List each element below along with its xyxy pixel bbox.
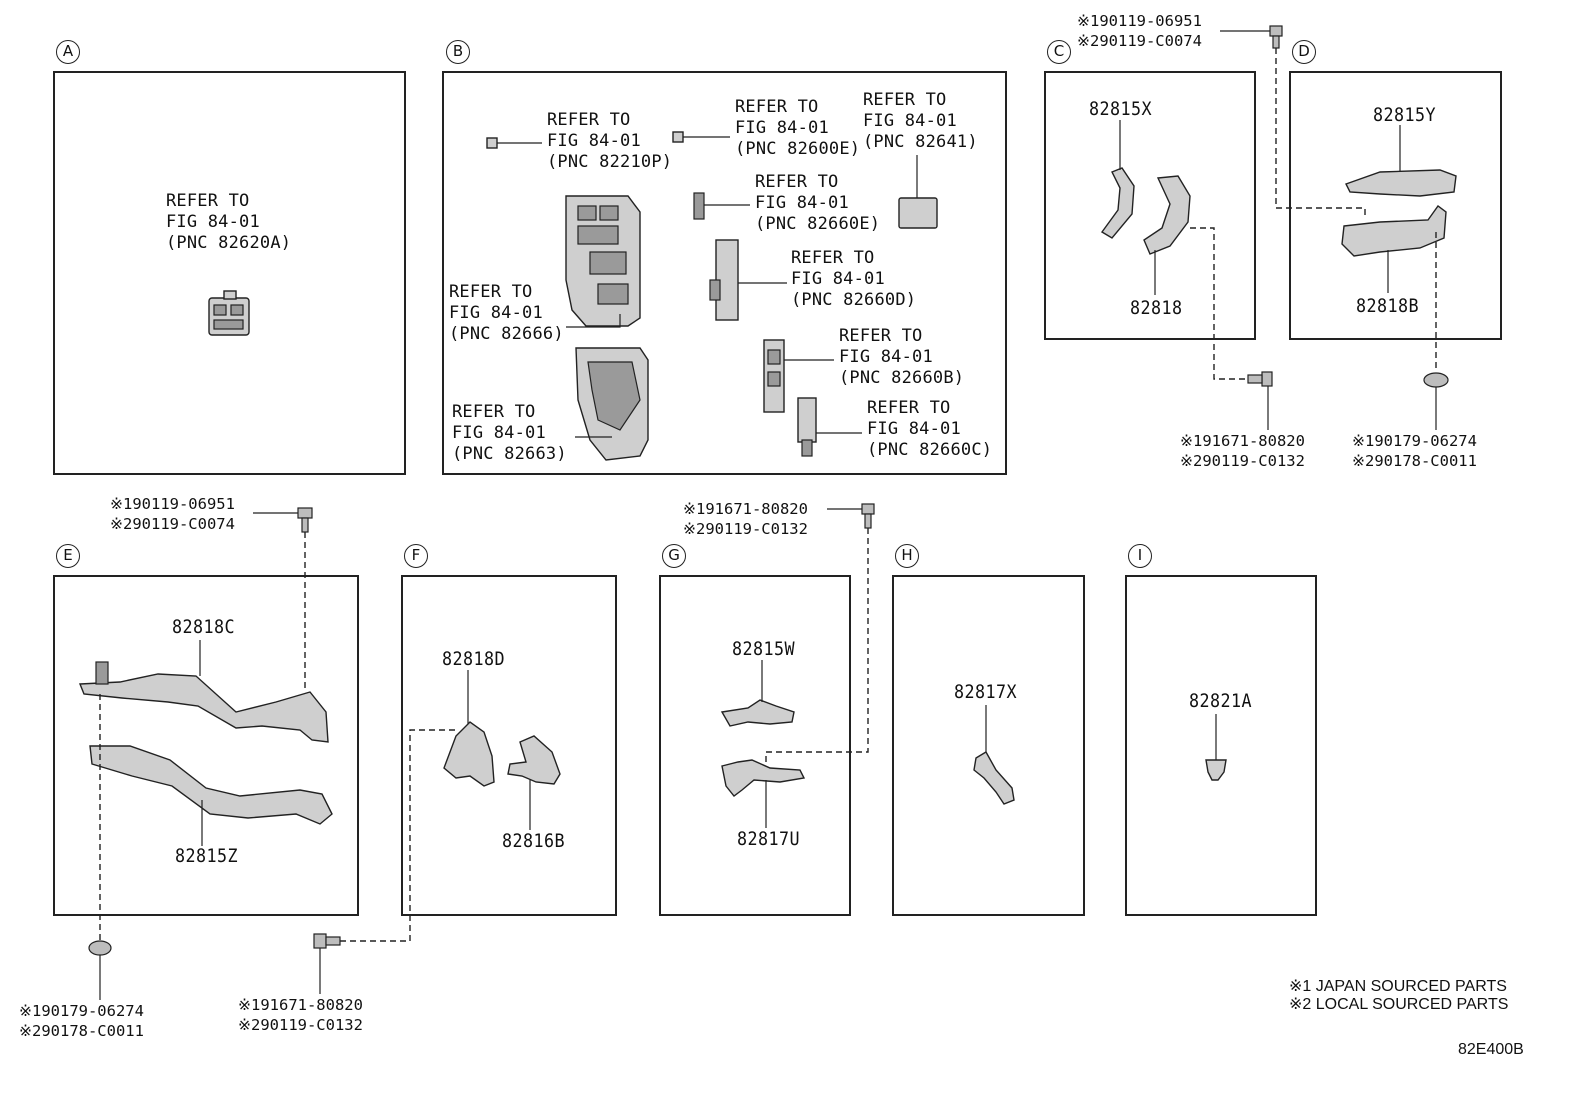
part-82818: 82818 [1130,297,1183,319]
panel-c [1044,71,1256,340]
panel-d [1289,71,1502,340]
refer-82641-label: REFER TO FIG 84-01 (PNC 82641) [863,90,978,152]
panel-a [53,71,406,475]
clip-d-bottom-drawing [1423,232,1449,430]
bracket-82817x-drawing [973,705,1015,805]
fastener-e-bottom-label: ※190179-06274 ※290178-C0011 [19,1002,144,1040]
fuse-82210p-drawing [486,137,542,149]
panel-h [892,575,1085,916]
bracket-82815z-drawing [89,745,333,846]
refer-82660d-label: REFER TO FIG 84-01 (PNC 82660D) [791,248,917,310]
refer-82620a-label: REFER TO FIG 84-01 (PNC 82620A) [166,191,292,253]
bracket-82815y-drawing [1345,125,1457,197]
panel-g [659,575,851,916]
bracket-82818d-drawing [443,670,495,787]
clip-82821a-drawing [1205,714,1227,781]
part-82817x: 82817X [954,681,1018,703]
fastener-e-top-label: ※190119-06951 ※290119-C0074 [110,495,235,533]
part-82818d: 82818D [442,648,506,670]
panel-letter-e: E [56,544,80,568]
refer-82660b-label: REFER TO FIG 84-01 (PNC 82660B) [839,326,965,388]
fuse-82600e-drawing [672,131,730,143]
bracket-82817u-drawing [721,759,806,828]
bracket-82815x-drawing [1100,120,1135,239]
refer-82663-label: REFER TO FIG 84-01 (PNC 82663) [452,402,567,464]
panel-letter-g: G [662,544,686,568]
relay-82620a-drawing [208,290,250,336]
fastener-g-top-label: ※191671-80820 ※290119-C0132 [683,500,808,538]
bolt-f-bottom-drawing [313,729,458,994]
refer-82210p-label: REFER TO FIG 84-01 (PNC 82210P) [547,110,673,172]
diagram-code: 82E400B [1458,1041,1524,1058]
bolt-g-top-drawing [765,503,875,764]
junction-block-82666-drawing [565,195,641,328]
panel-letter-f: F [404,544,428,568]
bracket-82815w-drawing [720,660,795,727]
fastener-d-bottom-label: ※190179-06274 ※290178-C0011 [1352,432,1477,470]
panel-letter-c: C [1047,40,1071,64]
bracket-82818c-drawing [78,640,329,743]
panel-f [401,575,617,916]
fastener-cd-top-label: ※190119-06951 ※290119-C0074 [1077,12,1202,50]
clip-e-bottom-drawing [88,694,112,1000]
fuse-82660e-drawing [693,192,750,220]
part-82815w: 82815W [732,638,796,660]
part-82818b: 82818B [1356,295,1420,317]
panel-letter-i: I [1128,544,1152,568]
part-82818c: 82818C [172,616,236,638]
part-82815y: 82815Y [1373,104,1437,126]
fastener-c-bottom-label: ※191671-80820 ※290119-C0132 [1180,432,1305,470]
bolt-c-bottom-drawing [1190,227,1273,430]
bracket-82818b-drawing [1341,205,1447,293]
part-82816b: 82816B [502,830,566,852]
panel-letter-d: D [1292,40,1316,64]
panel-letter-h: H [895,544,919,568]
part-82815x: 82815X [1089,98,1153,120]
bolt-cd-top-drawing [1220,25,1366,215]
bolt-e-top-drawing [253,507,313,692]
fastener-f-bottom-label: ※191671-80820 ※290119-C0132 [238,996,363,1034]
part-82815z: 82815Z [175,845,239,867]
relay-82641-drawing [898,155,938,229]
part-82821a: 82821A [1189,690,1253,712]
panel-i [1125,575,1317,916]
refer-82666-label: REFER TO FIG 84-01 (PNC 82666) [449,282,564,344]
junction-block-82663-drawing [575,347,649,461]
sourcing-notes: ※1 JAPAN SOURCED PARTS ※2 LOCAL SOURCED … [1289,978,1509,1013]
bracket-82818-drawing [1143,175,1191,295]
connector-82660c-drawing [797,397,862,457]
bracket-82816b-drawing [507,735,561,830]
refer-82660c-label: REFER TO FIG 84-01 (PNC 82660C) [867,398,993,460]
panel-letter-a: A [56,40,80,64]
panel-letter-b: B [446,40,470,64]
part-82817u: 82817U [737,828,801,850]
refer-82600e-label: REFER TO FIG 84-01 (PNC 82600E) [735,97,861,159]
refer-82660e-label: REFER TO FIG 84-01 (PNC 82660E) [755,172,881,234]
connector-82660b-drawing [763,339,834,413]
connector-82660d-drawing [709,239,787,321]
